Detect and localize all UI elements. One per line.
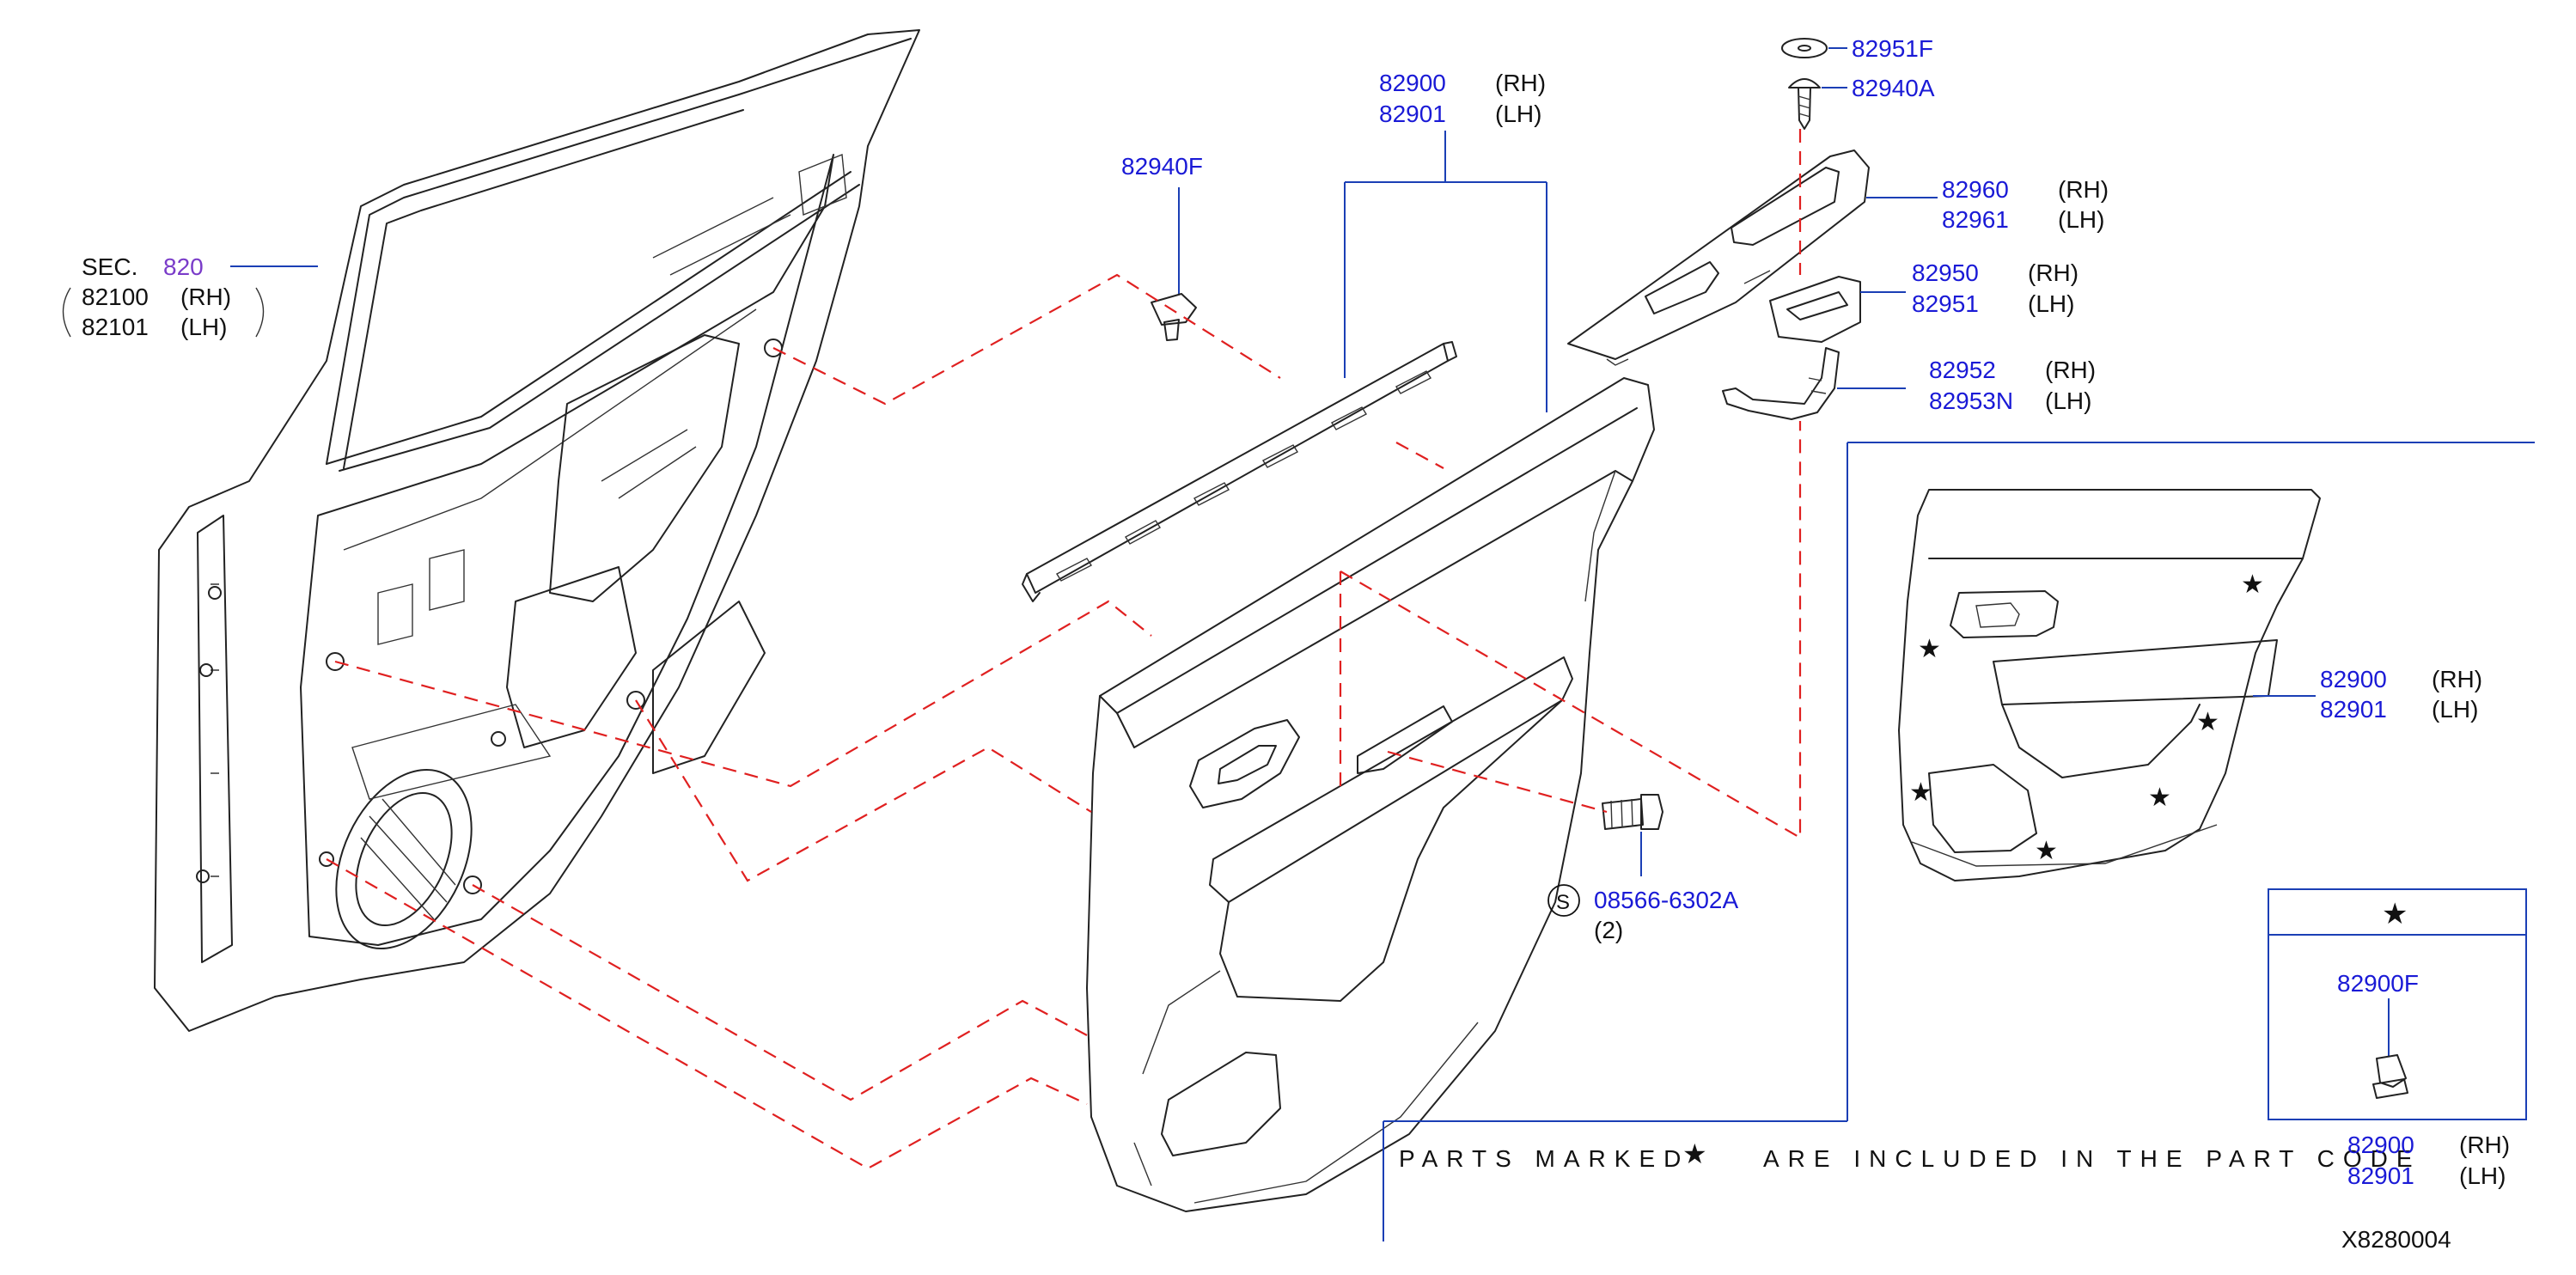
trim-lh-number: 82901 <box>1379 101 1446 127</box>
detail-rh-tag: (RH) <box>2432 666 2482 692</box>
assembly-phantom-lines <box>326 129 1802 1170</box>
diagram-code: X8280004 <box>2341 1226 2451 1253</box>
detail-star-markers: ★ ★ ★ ★ ★ ★ <box>1909 570 2264 865</box>
sec-prefix: SEC. <box>82 253 137 280</box>
star-marker: ★ <box>2241 570 2264 599</box>
sec-number: 820 <box>163 253 204 280</box>
notice-lh-tag: (LH) <box>2459 1162 2506 1189</box>
clip-82940f-icon <box>1151 293 1197 341</box>
notice-star-icon: ★ <box>1682 1138 1707 1169</box>
clip-82940f-label: 82940F <box>1121 153 1203 180</box>
armrest-rh-number: 82960 <box>1942 176 2009 203</box>
pocket-rh-number: 82950 <box>1912 259 1979 286</box>
bracket-lh-number: 82953N <box>1929 387 2013 414</box>
star-key-box: ★ <box>2268 888 2527 1120</box>
paren-right <box>255 287 265 338</box>
notice-lh-number: 82901 <box>2347 1162 2414 1189</box>
screw-82940a-icon <box>1788 78 1821 130</box>
armrest-finisher-illustration <box>1567 149 1870 366</box>
bolt-symbol: S <box>1556 891 1570 914</box>
bracket-illustration <box>1722 347 1840 420</box>
star-marker: ★ <box>1918 635 1941 663</box>
pocket-rh-tag: (RH) <box>2028 259 2079 286</box>
notice-rh-tag: (RH) <box>2459 1132 2510 1158</box>
armrest-lh-tag: (LH) <box>2058 206 2104 233</box>
paren-left <box>62 287 71 338</box>
trim-lh-tag: (LH) <box>1495 101 1541 127</box>
star-key-icon: ★ <box>2382 898 2408 930</box>
bolt-icon <box>1602 794 1663 830</box>
star-clip-label: 82900F <box>2337 970 2419 997</box>
star-marker: ★ <box>1909 778 1932 807</box>
standard-part-symbol <box>1547 884 1580 917</box>
door-outer-lh-tag: (LH) <box>180 314 227 340</box>
detail-trim-illustration <box>1898 489 2321 882</box>
star-marker: ★ <box>2035 837 2058 865</box>
detail-lh-number: 82901 <box>2320 696 2387 723</box>
bracket-rh-number: 82952 <box>1929 357 1996 383</box>
armrest-rh-tag: (RH) <box>2058 176 2109 203</box>
pocket-lh-number: 82951 <box>1912 290 1979 317</box>
star-marker: ★ <box>2196 708 2219 736</box>
washer-82951f-label: 82951F <box>1852 35 1933 62</box>
screw-82940a-label: 82940A <box>1852 75 1935 101</box>
pocket-lh-tag: (LH) <box>2028 290 2074 317</box>
weatherstrip-illustration <box>1022 341 1457 602</box>
detail-rh-number: 82900 <box>2320 666 2387 692</box>
detail-frame <box>1383 442 2535 1241</box>
trim-rh-tag: (RH) <box>1495 70 1546 96</box>
door-frame-illustration <box>154 29 920 1032</box>
trim-rh-number: 82900 <box>1379 70 1446 96</box>
door-outer-rh-number: 82100 <box>82 284 149 310</box>
trim-main-leader <box>1344 131 1547 412</box>
bolt-code: 08566-6302A <box>1594 887 1738 913</box>
washer-82951f-icon <box>1781 38 1828 58</box>
notice-text-part1: PARTS MARKED <box>1399 1145 1689 1172</box>
star-marker: ★ <box>2148 784 2171 812</box>
door-outer-rh-tag: (RH) <box>180 284 231 310</box>
star-clip-icon <box>2372 1054 2408 1099</box>
door-trim-panel-illustration <box>1086 377 1655 1212</box>
bolt-qty: (2) <box>1594 917 1623 943</box>
detail-lh-tag: (LH) <box>2432 696 2478 723</box>
bracket-rh-tag: (RH) <box>2045 357 2096 383</box>
bracket-lh-tag: (LH) <box>2045 387 2091 414</box>
door-outer-lh-number: 82101 <box>82 314 149 340</box>
notice-rh-number: 82900 <box>2347 1132 2414 1158</box>
armrest-lh-number: 82961 <box>1942 206 2009 233</box>
pull-pocket-illustration <box>1769 276 1861 343</box>
notice-text-part2: ARE INCLUDED IN THE PART CODE <box>1763 1145 2421 1172</box>
